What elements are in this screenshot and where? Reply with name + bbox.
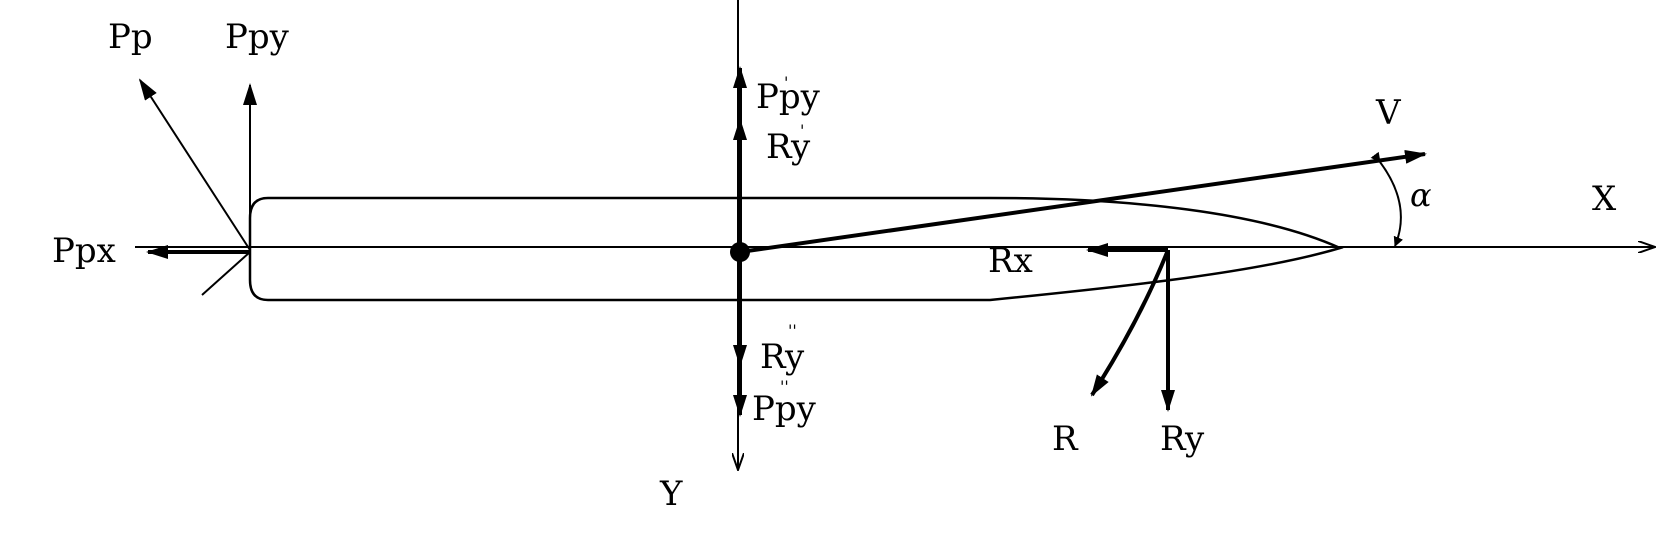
label-ry-prime: Ry [766, 127, 811, 167]
left-end-mark [201, 251, 251, 296]
label-ppy-dprime: Ppy [752, 389, 817, 429]
label-ry-prime-mark: ' [800, 121, 804, 140]
label-ppy: Ppy [225, 17, 290, 57]
label-rx: Rx [988, 241, 1033, 281]
label-ppy-dprime-mark: '' [780, 377, 789, 396]
label-alpha: α [1410, 176, 1432, 214]
label-ry: Ry [1160, 419, 1205, 459]
label-ppy-prime-mark: ' [784, 73, 788, 92]
label-ry-dprime: Ry [760, 337, 805, 377]
label-ppx: Ppx [52, 231, 116, 271]
label-ppy-prime: Ppy [756, 77, 821, 117]
pp-force-arrow [138, 78, 251, 251]
label-x: X [1592, 179, 1617, 219]
r-force-arrow [1090, 249, 1170, 397]
projectile-body-outline [248, 196, 1344, 302]
alpha-angle-arc [1370, 151, 1404, 247]
label-v: V [1375, 93, 1402, 133]
velocity-vector [739, 149, 1427, 254]
label-pp: Pp [108, 17, 153, 57]
label-ry-dprime-mark: '' [788, 321, 797, 340]
label-r: R [1052, 419, 1079, 459]
label-y: Y [659, 474, 683, 514]
